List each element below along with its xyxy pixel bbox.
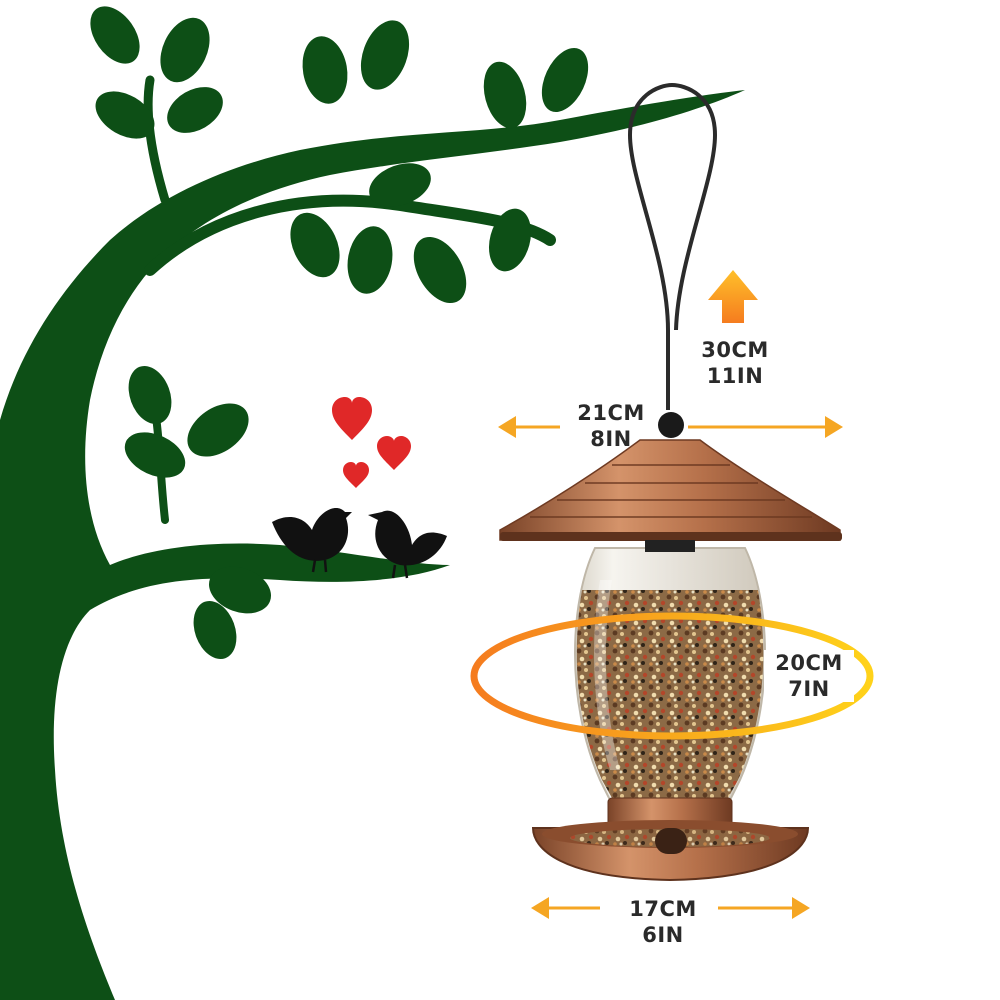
roof-width-label: 21CM 8IN xyxy=(566,400,656,452)
feeding-port xyxy=(655,828,687,854)
leaves xyxy=(90,6,589,660)
tree-illustration xyxy=(0,6,745,1000)
lid-cap xyxy=(645,540,695,552)
base-width-arrows xyxy=(531,897,810,919)
arrow-up-icon xyxy=(708,270,758,323)
height-label: 30CM 11IN xyxy=(690,337,780,389)
heart-icon xyxy=(377,436,411,470)
seed-fill xyxy=(576,590,764,798)
base-width-imperial: 6IN xyxy=(642,923,684,947)
roof-ridges xyxy=(530,464,812,518)
heart-icon xyxy=(332,397,372,440)
height-imperial: 11IN xyxy=(706,364,764,388)
heart-icon xyxy=(343,462,369,488)
hanging-wire xyxy=(627,82,718,410)
hearts xyxy=(332,397,411,488)
height-metric: 30CM xyxy=(701,338,769,362)
measurement-graphics xyxy=(470,270,874,919)
base-width-metric: 17CM xyxy=(629,897,697,921)
finial-ball xyxy=(658,412,684,438)
circumference-label: 20CM 7IN xyxy=(764,650,854,702)
circumference-metric: 20CM xyxy=(775,651,843,675)
circumference-ring xyxy=(470,612,874,740)
roof-width-arrows xyxy=(498,416,843,438)
glass-highlight xyxy=(594,580,620,770)
birds xyxy=(272,508,447,579)
roof xyxy=(499,439,841,541)
base-width-label: 17CM 6IN xyxy=(613,896,713,948)
roof-rim xyxy=(500,532,842,541)
tree-trunk xyxy=(0,90,745,1000)
bird-icon xyxy=(272,508,352,573)
bird-feeder xyxy=(499,82,842,882)
roof-width-imperial: 8IN xyxy=(590,427,632,451)
top-branch-stem xyxy=(143,75,170,205)
circumference-imperial: 7IN xyxy=(788,677,830,701)
bird-icon xyxy=(368,510,447,579)
roof-width-metric: 21CM xyxy=(577,401,645,425)
